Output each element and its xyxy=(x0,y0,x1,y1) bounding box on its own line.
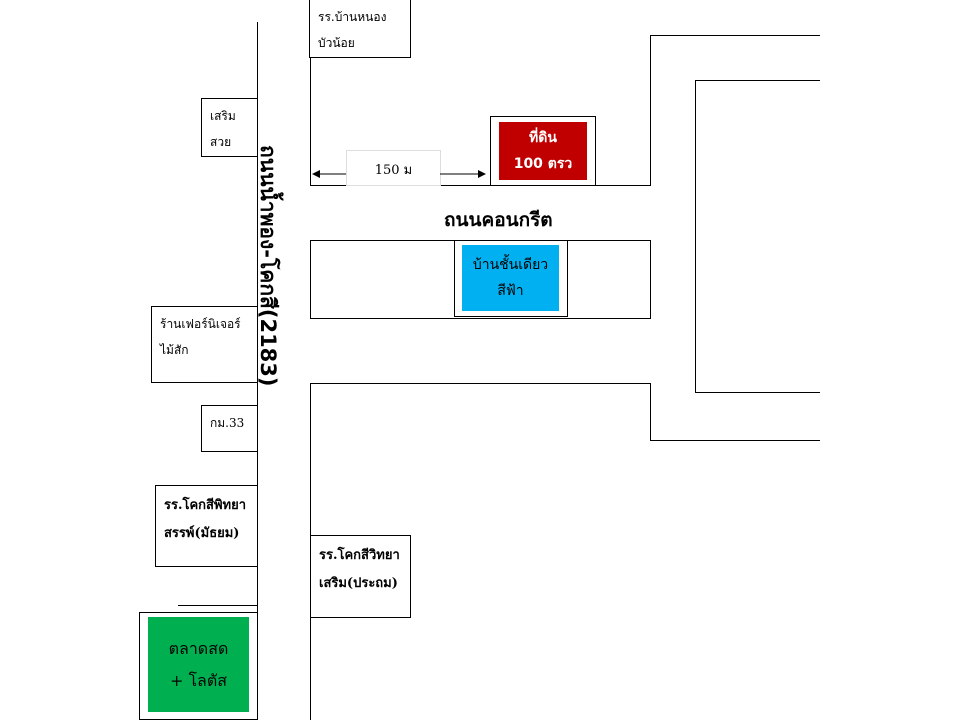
label: กม.33 xyxy=(210,416,245,430)
main-road-right-edge xyxy=(310,0,311,186)
label: เสริม xyxy=(210,109,236,123)
concrete-road-label: ถนนคอนกรีต xyxy=(444,209,553,231)
label: ไม้สัก xyxy=(160,343,189,357)
market-fill: ตลาดสด + โลตัส xyxy=(148,617,249,712)
land-plot-fill: ที่ดิน 100 ตรว xyxy=(499,122,587,180)
distance-arrow-icon xyxy=(312,170,486,178)
landmark-primary-school: รร.โคกสีวิทยาเสริม(ประถม) xyxy=(310,535,411,618)
label: สรรพ์(มัธยม) xyxy=(164,526,240,541)
block-edge xyxy=(695,80,696,392)
label: รร.โคกสีวิทยา xyxy=(319,548,400,563)
landmark-secondary-school: รร.โคกสีพิทยาสรรพ์(มัธยม) xyxy=(155,485,258,567)
landmark-km: กม.33 xyxy=(201,405,258,452)
label: บ้านชั้นเดียว xyxy=(472,257,549,273)
block-edge xyxy=(650,440,820,441)
distance-label-box: 150 ม xyxy=(346,150,441,186)
distance-label: 150 ม xyxy=(374,163,413,178)
block-edge xyxy=(695,80,820,81)
label: ร้านเฟอร์นิเจอร์ xyxy=(160,317,241,331)
main-road-label: ถนนน้ำพอง-โคกสี(2183) xyxy=(256,145,280,387)
house-fill: บ้านชั้นเดียวสีฟ้า xyxy=(462,245,559,311)
label: รร.บ้านหนอง xyxy=(318,10,387,24)
label: สีฟ้า xyxy=(497,283,524,299)
block-edge xyxy=(695,392,820,393)
concrete-road-edge xyxy=(310,185,650,186)
block-edge xyxy=(650,35,820,36)
label: รร.โคกสีพิทยา xyxy=(164,498,247,513)
label: ตลาดสด xyxy=(168,638,229,658)
landmark-furniture: ร้านเฟอร์นิเจอร์ไม้สัก xyxy=(151,306,258,383)
label: + โลตัส xyxy=(169,670,228,690)
market-edge xyxy=(178,605,258,606)
label: สวย xyxy=(210,135,232,149)
landmark-salon: เสริมสวย xyxy=(201,98,258,157)
label: บัวน้อย xyxy=(318,36,355,50)
concrete-road-edge xyxy=(310,383,650,384)
land-title: ที่ดิน xyxy=(529,130,557,146)
label: เสริม(ประถม) xyxy=(319,576,398,591)
block-edge xyxy=(650,383,651,440)
land-size: 100 ตรว xyxy=(513,156,573,172)
block-edge xyxy=(650,35,651,186)
landmark-school-top: รร.บ้านหนองบัวน้อย xyxy=(309,0,411,58)
